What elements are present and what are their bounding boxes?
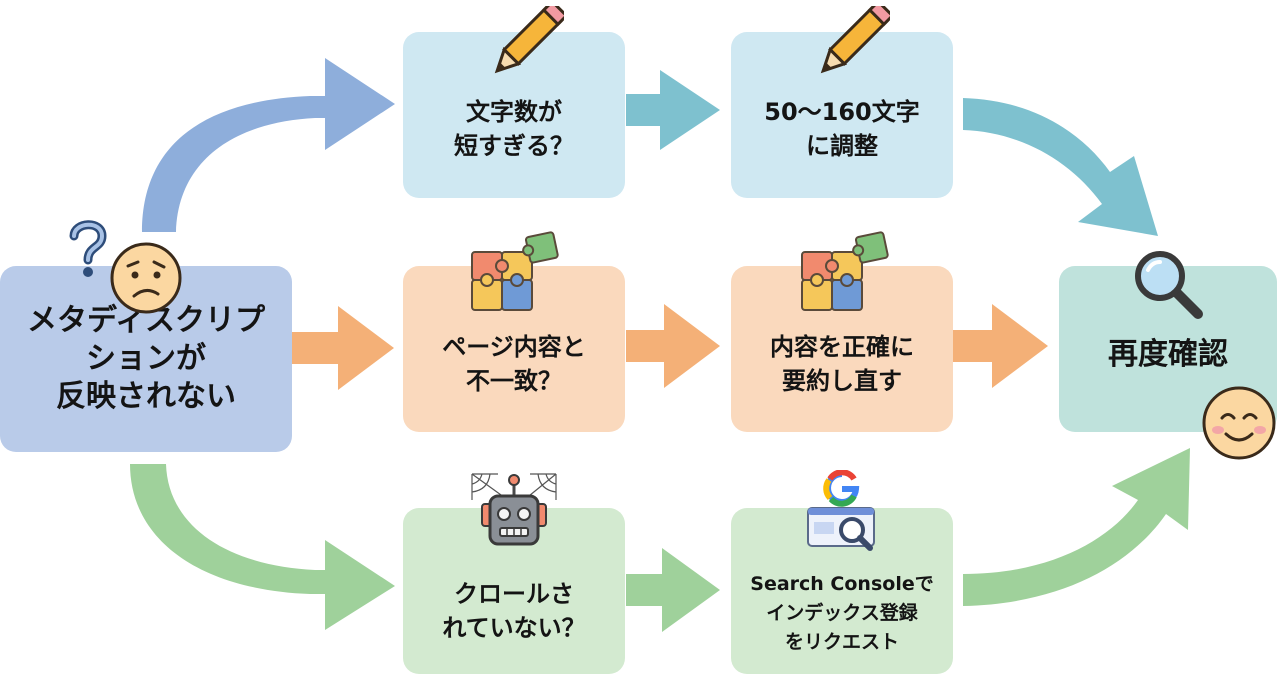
smiling-face-icon (1202, 386, 1276, 460)
arrow-start-to-crawl-check (130, 464, 395, 630)
arrow-length-fix-to-end (963, 98, 1158, 236)
node-crawl-fix-label: Search Consoleで インデックス登録 をリクエスト (750, 572, 934, 653)
arrow-crawl-fix-to-end (963, 448, 1190, 606)
node-content-check-label: ページ内容と 不一致？ (442, 333, 586, 395)
google-search-console-icon (807, 470, 875, 551)
arrow-start-to-length-check (142, 58, 395, 232)
puzzle-icon (801, 231, 889, 311)
node-end-label: 再度確認 (1108, 337, 1228, 372)
node-crawl-fix: Search Consoleで インデックス登録 をリクエスト (731, 508, 953, 674)
node-crawl-check-label: クロールさ れていない？ (442, 580, 586, 642)
pencil-icon (494, 6, 564, 74)
pencil-icon (820, 6, 890, 74)
arrow-crawl-check-to-crawl-fix (626, 548, 720, 632)
arrow-content-check-to-content-fix (626, 304, 720, 388)
node-content-fix-label: 内容を正確に 要約し直す (770, 333, 914, 395)
magnifier-icon (1135, 251, 1203, 319)
node-start-label: メタディスクリプ ションが 反映されない (27, 303, 265, 414)
confused-face-icon (110, 242, 182, 314)
robot-cobweb-icon (471, 473, 557, 546)
question-mark-icon (69, 220, 107, 277)
arrow-content-fix-to-end (952, 304, 1048, 388)
node-length-check-label: 文字数が 短すぎる？ (454, 98, 574, 160)
arrow-start-to-content-check (292, 306, 394, 390)
puzzle-icon (471, 231, 559, 311)
node-length-fix-label: 50〜160文字 に調整 (764, 98, 920, 160)
arrow-length-check-to-length-fix (626, 70, 720, 150)
